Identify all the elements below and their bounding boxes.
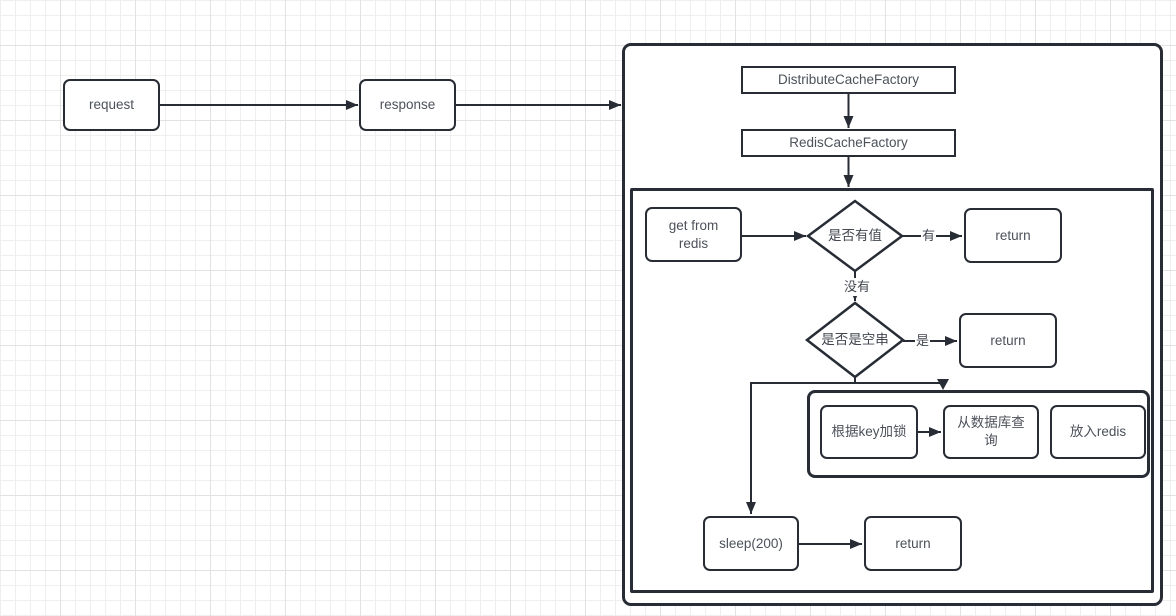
node-request[interactable]: request bbox=[63, 79, 160, 131]
arrowhead-branch-subcontainer bbox=[937, 379, 949, 390]
node-return-after-sleep[interactable]: return bbox=[864, 516, 962, 571]
node-distribute-cache-factory-label: DistributeCacheFactory bbox=[777, 72, 920, 87]
edge-label-is-empty-yes[interactable]: 是 bbox=[915, 332, 931, 350]
node-distribute-cache-factory[interactable]: DistributeCacheFactory bbox=[741, 66, 956, 94]
node-return-empty[interactable]: return bbox=[959, 313, 1057, 368]
node-redis-cache-factory-label: RedisCacheFactory bbox=[789, 135, 908, 150]
decision-is-empty-label: 是否是空串 bbox=[821, 332, 889, 347]
node-sleep[interactable]: sleep(200) bbox=[703, 516, 799, 571]
node-request-label: request bbox=[88, 97, 135, 112]
node-return-has-value[interactable]: return bbox=[964, 208, 1062, 263]
node-response-label: response bbox=[379, 97, 436, 112]
decision-has-value[interactable] bbox=[805, 199, 905, 273]
node-query-database[interactable]: 从数据库查 询 bbox=[943, 405, 1039, 459]
node-return-has-value-label: return bbox=[995, 227, 1031, 243]
node-get-from-redis[interactable]: get from redis bbox=[645, 207, 742, 262]
decision-is-empty[interactable] bbox=[804, 301, 906, 379]
node-response[interactable]: response bbox=[359, 79, 456, 131]
node-put-into-redis-label: 放入redis bbox=[1069, 424, 1127, 439]
node-return-after-sleep-label: return bbox=[895, 535, 931, 551]
node-put-into-redis[interactable]: 放入redis bbox=[1050, 405, 1146, 459]
node-get-from-redis-label: get from redis bbox=[668, 217, 719, 251]
node-return-empty-label: return bbox=[990, 332, 1026, 348]
node-query-database-label: 从数据库查 询 bbox=[957, 415, 1025, 448]
node-lock-by-key[interactable]: 根据key加锁 bbox=[820, 405, 918, 459]
edge-label-has-value-no[interactable]: 没有 bbox=[843, 278, 872, 296]
edge-label-has-value-yes[interactable]: 有 bbox=[921, 227, 937, 245]
edge-branch-sleep[interactable] bbox=[746, 382, 943, 514]
node-lock-by-key-label: 根据key加锁 bbox=[831, 424, 907, 439]
node-redis-cache-factory[interactable]: RedisCacheFactory bbox=[741, 129, 956, 157]
decision-has-value-label: 是否有值 bbox=[828, 228, 882, 243]
node-sleep-label: sleep(200) bbox=[719, 535, 783, 551]
